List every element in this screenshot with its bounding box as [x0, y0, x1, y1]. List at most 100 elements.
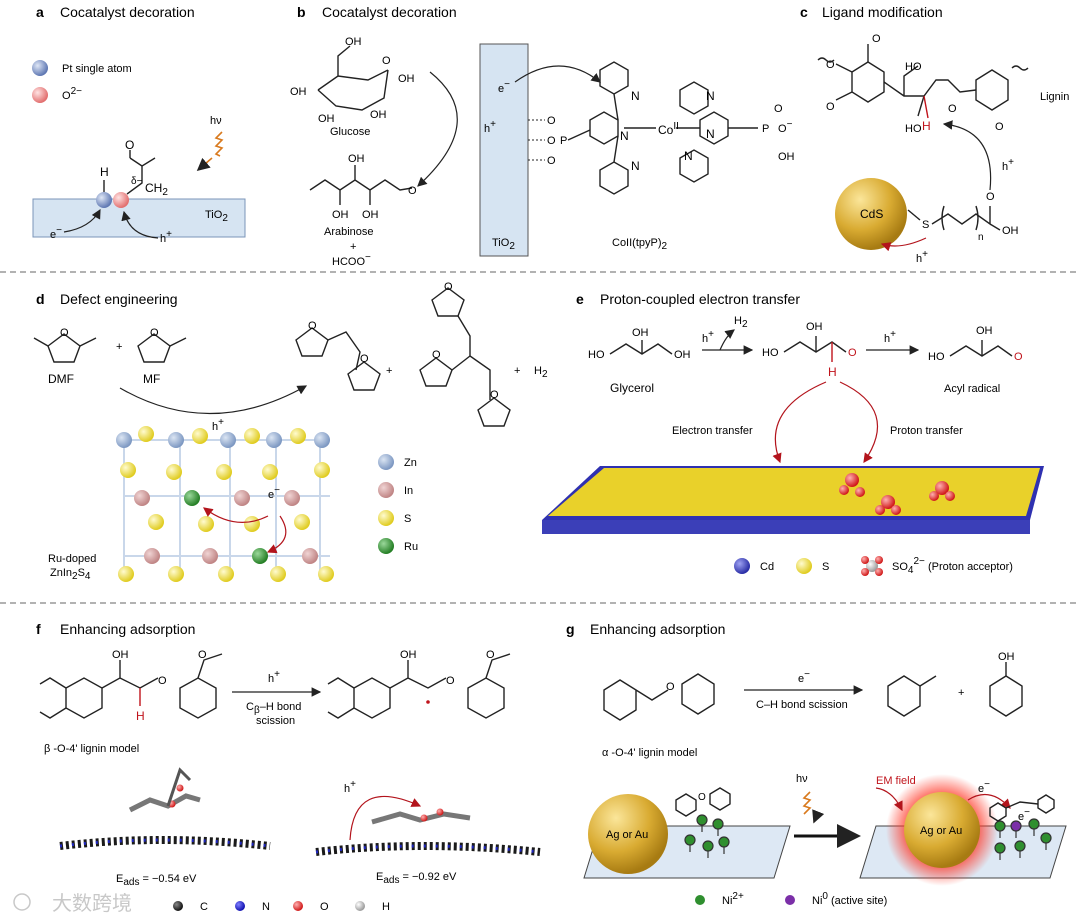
so4-legend-icon	[861, 556, 883, 576]
svg-text:OH: OH	[345, 36, 362, 48]
panel-f-letter: f	[36, 621, 41, 637]
legend-ni2: Ni2+	[722, 891, 744, 907]
electron-label-a: e−	[50, 225, 62, 241]
legend-n: N	[262, 901, 270, 913]
n-legend-icon	[235, 901, 245, 911]
svg-text:+: +	[514, 365, 520, 377]
svg-text:O: O	[872, 33, 881, 45]
svg-text:HO: HO	[905, 61, 922, 73]
hole-label-c: h+	[916, 249, 928, 265]
red-h-label-e: H	[828, 365, 837, 379]
light-wave-icon-g	[802, 791, 812, 815]
legend-zn: Zn	[404, 457, 417, 469]
o-ion-legend-icon	[32, 87, 48, 103]
svg-text:H: H	[136, 709, 145, 723]
svg-text:n: n	[978, 232, 984, 243]
tio2-label-a: TiO2	[205, 209, 228, 224]
cds-particle	[835, 178, 907, 250]
light-arrow	[196, 157, 213, 172]
svg-text:h+: h+	[268, 669, 280, 685]
o-ion	[113, 192, 129, 208]
arabinose-label: Arabinose	[324, 226, 374, 238]
glucose-structure	[317, 45, 389, 111]
panel-c: c Ligand modification O O O HO HO H O O …	[800, 4, 1069, 265]
mf-label: MF	[143, 372, 160, 386]
svg-text:S: S	[922, 219, 929, 231]
svg-text:OH: OH	[318, 113, 335, 125]
panel-a: a Cocatalyst decoration Pt single atom O…	[32, 4, 246, 245]
svg-text:O−: O−	[778, 119, 793, 135]
svg-text:h+: h+	[884, 329, 896, 345]
em-field-label: EM field	[876, 775, 916, 787]
svg-text:O: O	[444, 281, 453, 293]
glycerol-label: Glycerol	[610, 381, 654, 395]
svg-text:HO: HO	[588, 349, 605, 361]
panel-b-letter: b	[297, 4, 306, 20]
svg-text:e−: e−	[978, 779, 990, 795]
legend-o-label: O2−	[62, 86, 82, 102]
cds-slab	[542, 466, 1044, 534]
svg-text:+: +	[386, 365, 392, 377]
svg-text:OH: OH	[976, 325, 993, 337]
legend-cd: Cd	[760, 561, 774, 573]
bond-scission-label-f: Cβ–H bond	[246, 701, 301, 716]
panel-g: g Enhancing adsorption O α -O-4' lignin …	[566, 621, 1067, 907]
svg-text:e−: e−	[1018, 807, 1030, 823]
legend-h: H	[382, 901, 390, 913]
adsorption-model-1	[59, 767, 271, 850]
watermark: 大数跨境	[13, 892, 132, 915]
panel-b: b Cocatalyst decoration OH O OH OH OH OH…	[290, 4, 795, 268]
ni0-legend-icon	[785, 895, 795, 905]
legend-pt-label: Pt single atom	[62, 63, 132, 75]
carbonyl-o-a: O	[125, 138, 134, 152]
svg-text:O: O	[848, 347, 857, 359]
so4-clusters	[839, 473, 955, 515]
red-h-label-c: H	[922, 119, 931, 133]
s-legend-icon-e	[796, 558, 812, 574]
lignin-ring-2	[975, 69, 1009, 111]
in-legend-icon	[378, 482, 394, 498]
lignin-label: Lignin	[1040, 91, 1069, 103]
alpha-model-label: α -O-4' lignin model	[602, 747, 697, 759]
hole-label-d: h+	[212, 417, 224, 433]
svg-text:OH: OH	[806, 321, 823, 333]
svg-text:O: O	[432, 349, 441, 361]
hv-label-g: hν	[796, 773, 808, 785]
phenol-ring	[989, 675, 1023, 717]
c-legend-icon	[173, 901, 183, 911]
panel-f-title: Enhancing adsorption	[60, 621, 195, 637]
svg-text:OH: OH	[778, 151, 795, 163]
svg-text:O: O	[547, 115, 556, 127]
svg-text:OH: OH	[362, 209, 379, 221]
legend-s-e: S	[822, 561, 829, 573]
panel-e: e Proton-coupled electron transfer HO OH…	[542, 291, 1044, 576]
ni2-legend-icon	[695, 895, 705, 905]
svg-text:OH: OH	[112, 649, 129, 661]
svg-text:O: O	[547, 135, 556, 147]
svg-text:O: O	[408, 185, 417, 197]
panel-e-letter: e	[576, 291, 584, 307]
svg-text:N: N	[631, 159, 640, 173]
svg-text:N: N	[706, 127, 715, 141]
panel-d-letter: d	[36, 291, 45, 307]
legend-ru: Ru	[404, 541, 418, 553]
ru-legend-icon	[378, 538, 394, 554]
svg-text:OH: OH	[400, 649, 417, 661]
n-label-1: N	[620, 129, 629, 143]
hcoo-label: HCOO−	[332, 252, 371, 268]
watermark-text: 大数跨境	[52, 892, 132, 915]
svg-text:+: +	[116, 341, 122, 353]
svg-text:O: O	[995, 121, 1004, 133]
beta-model-label: β -O-4' lignin model	[44, 743, 139, 755]
svg-text:h+: h+	[1002, 157, 1014, 173]
legend-s: S	[404, 513, 411, 525]
lignin-model-ring-2	[179, 677, 217, 719]
benzyl-ring	[603, 679, 637, 721]
svg-text:OH: OH	[332, 209, 349, 221]
dmf-ring	[47, 333, 81, 363]
svg-text:O: O	[60, 327, 69, 339]
svg-text:O: O	[547, 155, 556, 167]
agau-label-1: Ag or Au	[606, 829, 648, 841]
svg-text:O: O	[774, 103, 783, 115]
